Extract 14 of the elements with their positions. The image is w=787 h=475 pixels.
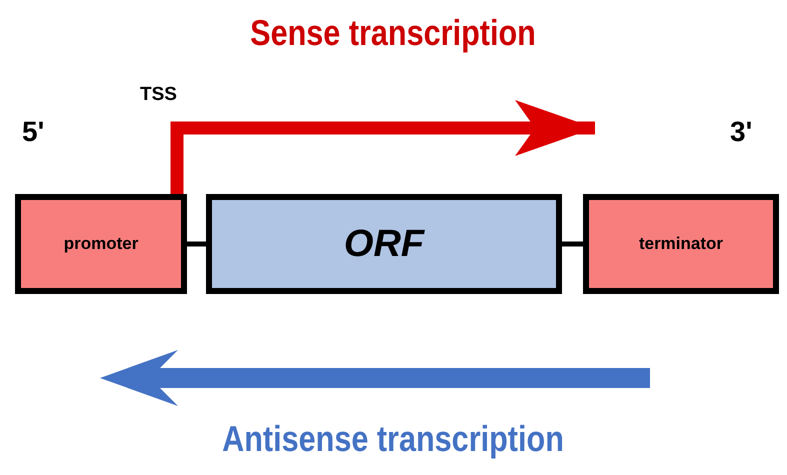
end-label: 5'	[22, 116, 44, 148]
arrow	[170, 100, 595, 194]
node-label: terminator	[638, 234, 724, 254]
node-label: promoter	[64, 234, 138, 254]
orf-box	[206, 194, 562, 294]
connector-line	[187, 242, 206, 246]
node-label: ORF	[344, 222, 424, 266]
connector-line	[562, 242, 583, 246]
heading: Sense transcription	[250, 12, 536, 54]
site-label: TSS	[140, 84, 177, 106]
heading: Antisense transcription	[222, 418, 564, 460]
terminator-box	[583, 194, 779, 294]
end-label: 3'	[730, 116, 752, 148]
promoter-box	[15, 194, 187, 294]
